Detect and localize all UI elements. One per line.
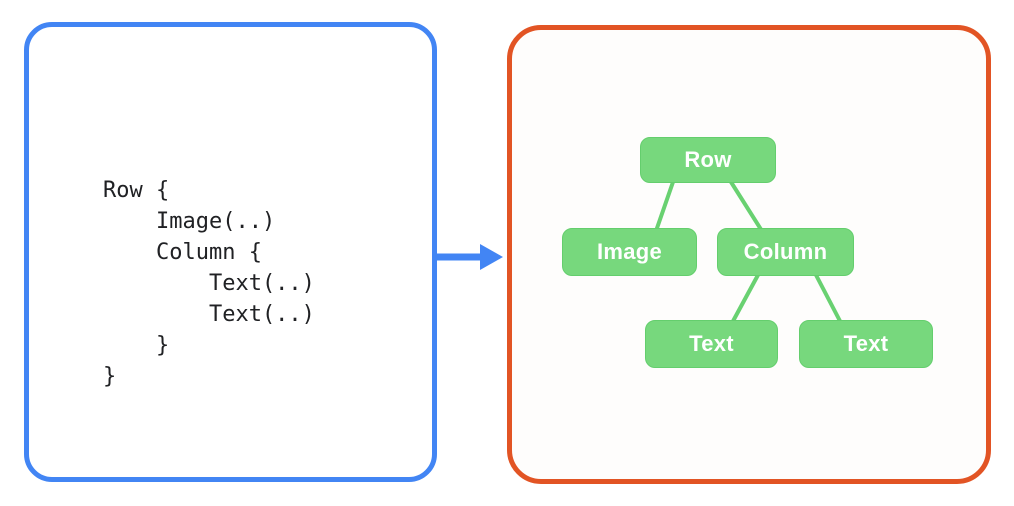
tree-node-text-2: Text bbox=[799, 320, 933, 368]
code-snippet: Row { Image(..) Column { Text(..) Text(.… bbox=[103, 178, 315, 389]
arrow-right-icon bbox=[432, 244, 503, 270]
code-panel bbox=[24, 22, 437, 482]
tree-node-text-1: Text bbox=[645, 320, 778, 368]
tree-node-column: Column bbox=[717, 228, 854, 276]
tree-node-row: Row bbox=[640, 137, 776, 183]
tree-node-image: Image bbox=[562, 228, 697, 276]
